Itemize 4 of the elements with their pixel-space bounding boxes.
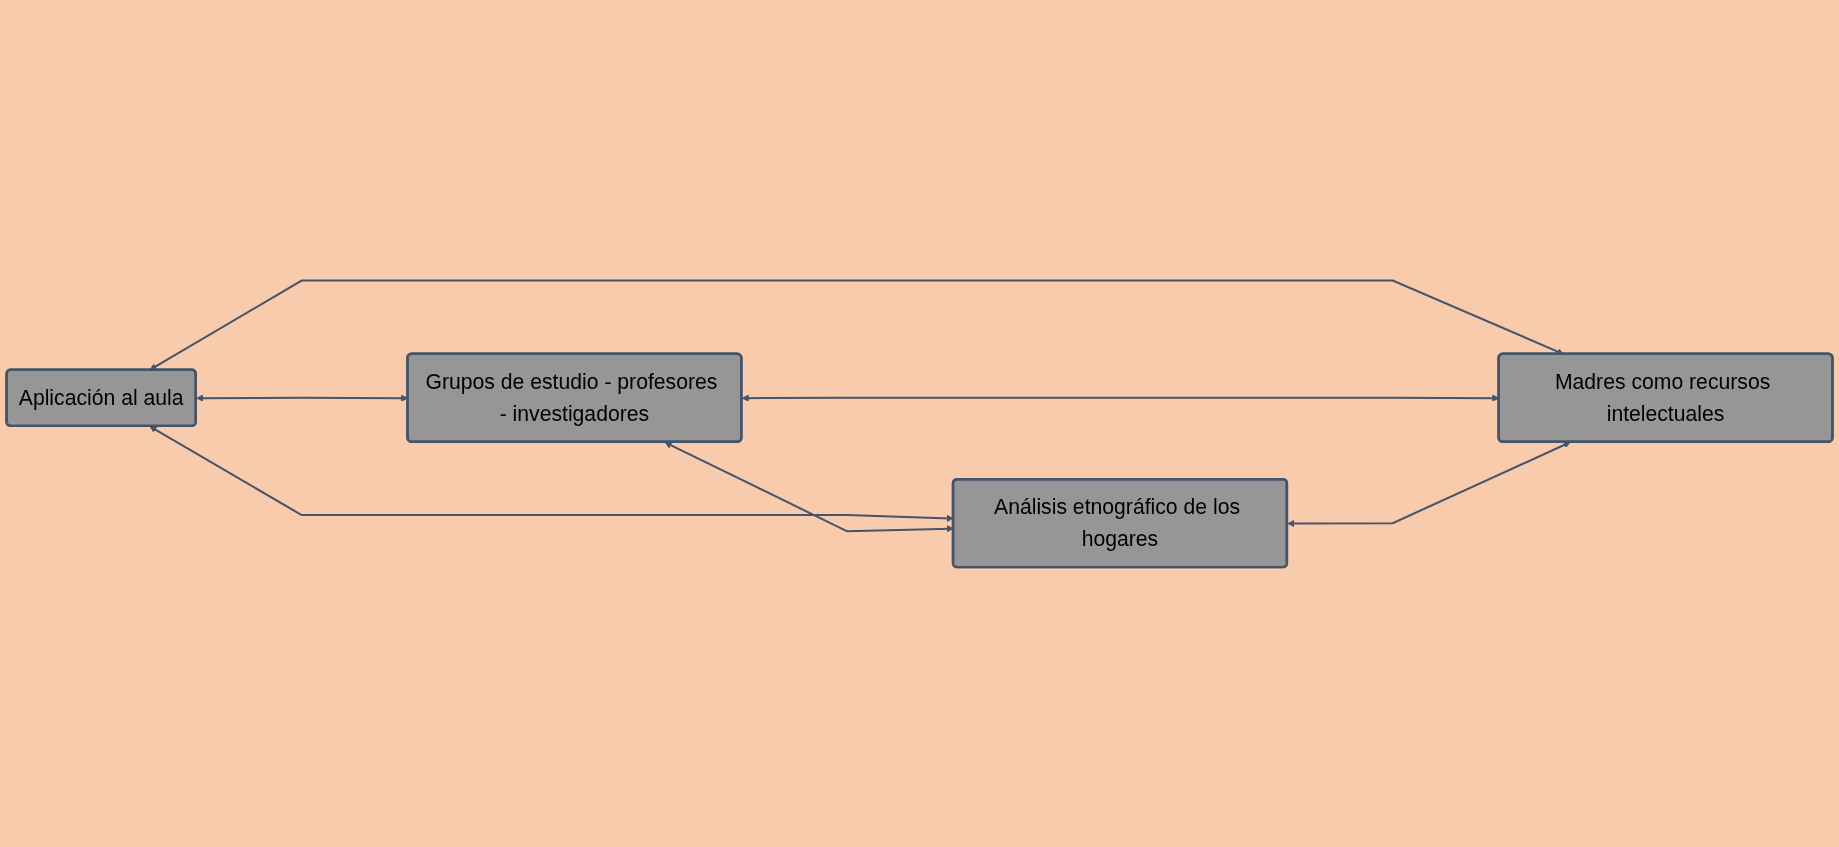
arrow <box>664 441 954 532</box>
arrow <box>1287 441 1571 527</box>
arrow <box>149 425 954 522</box>
arrow <box>149 279 1564 370</box>
